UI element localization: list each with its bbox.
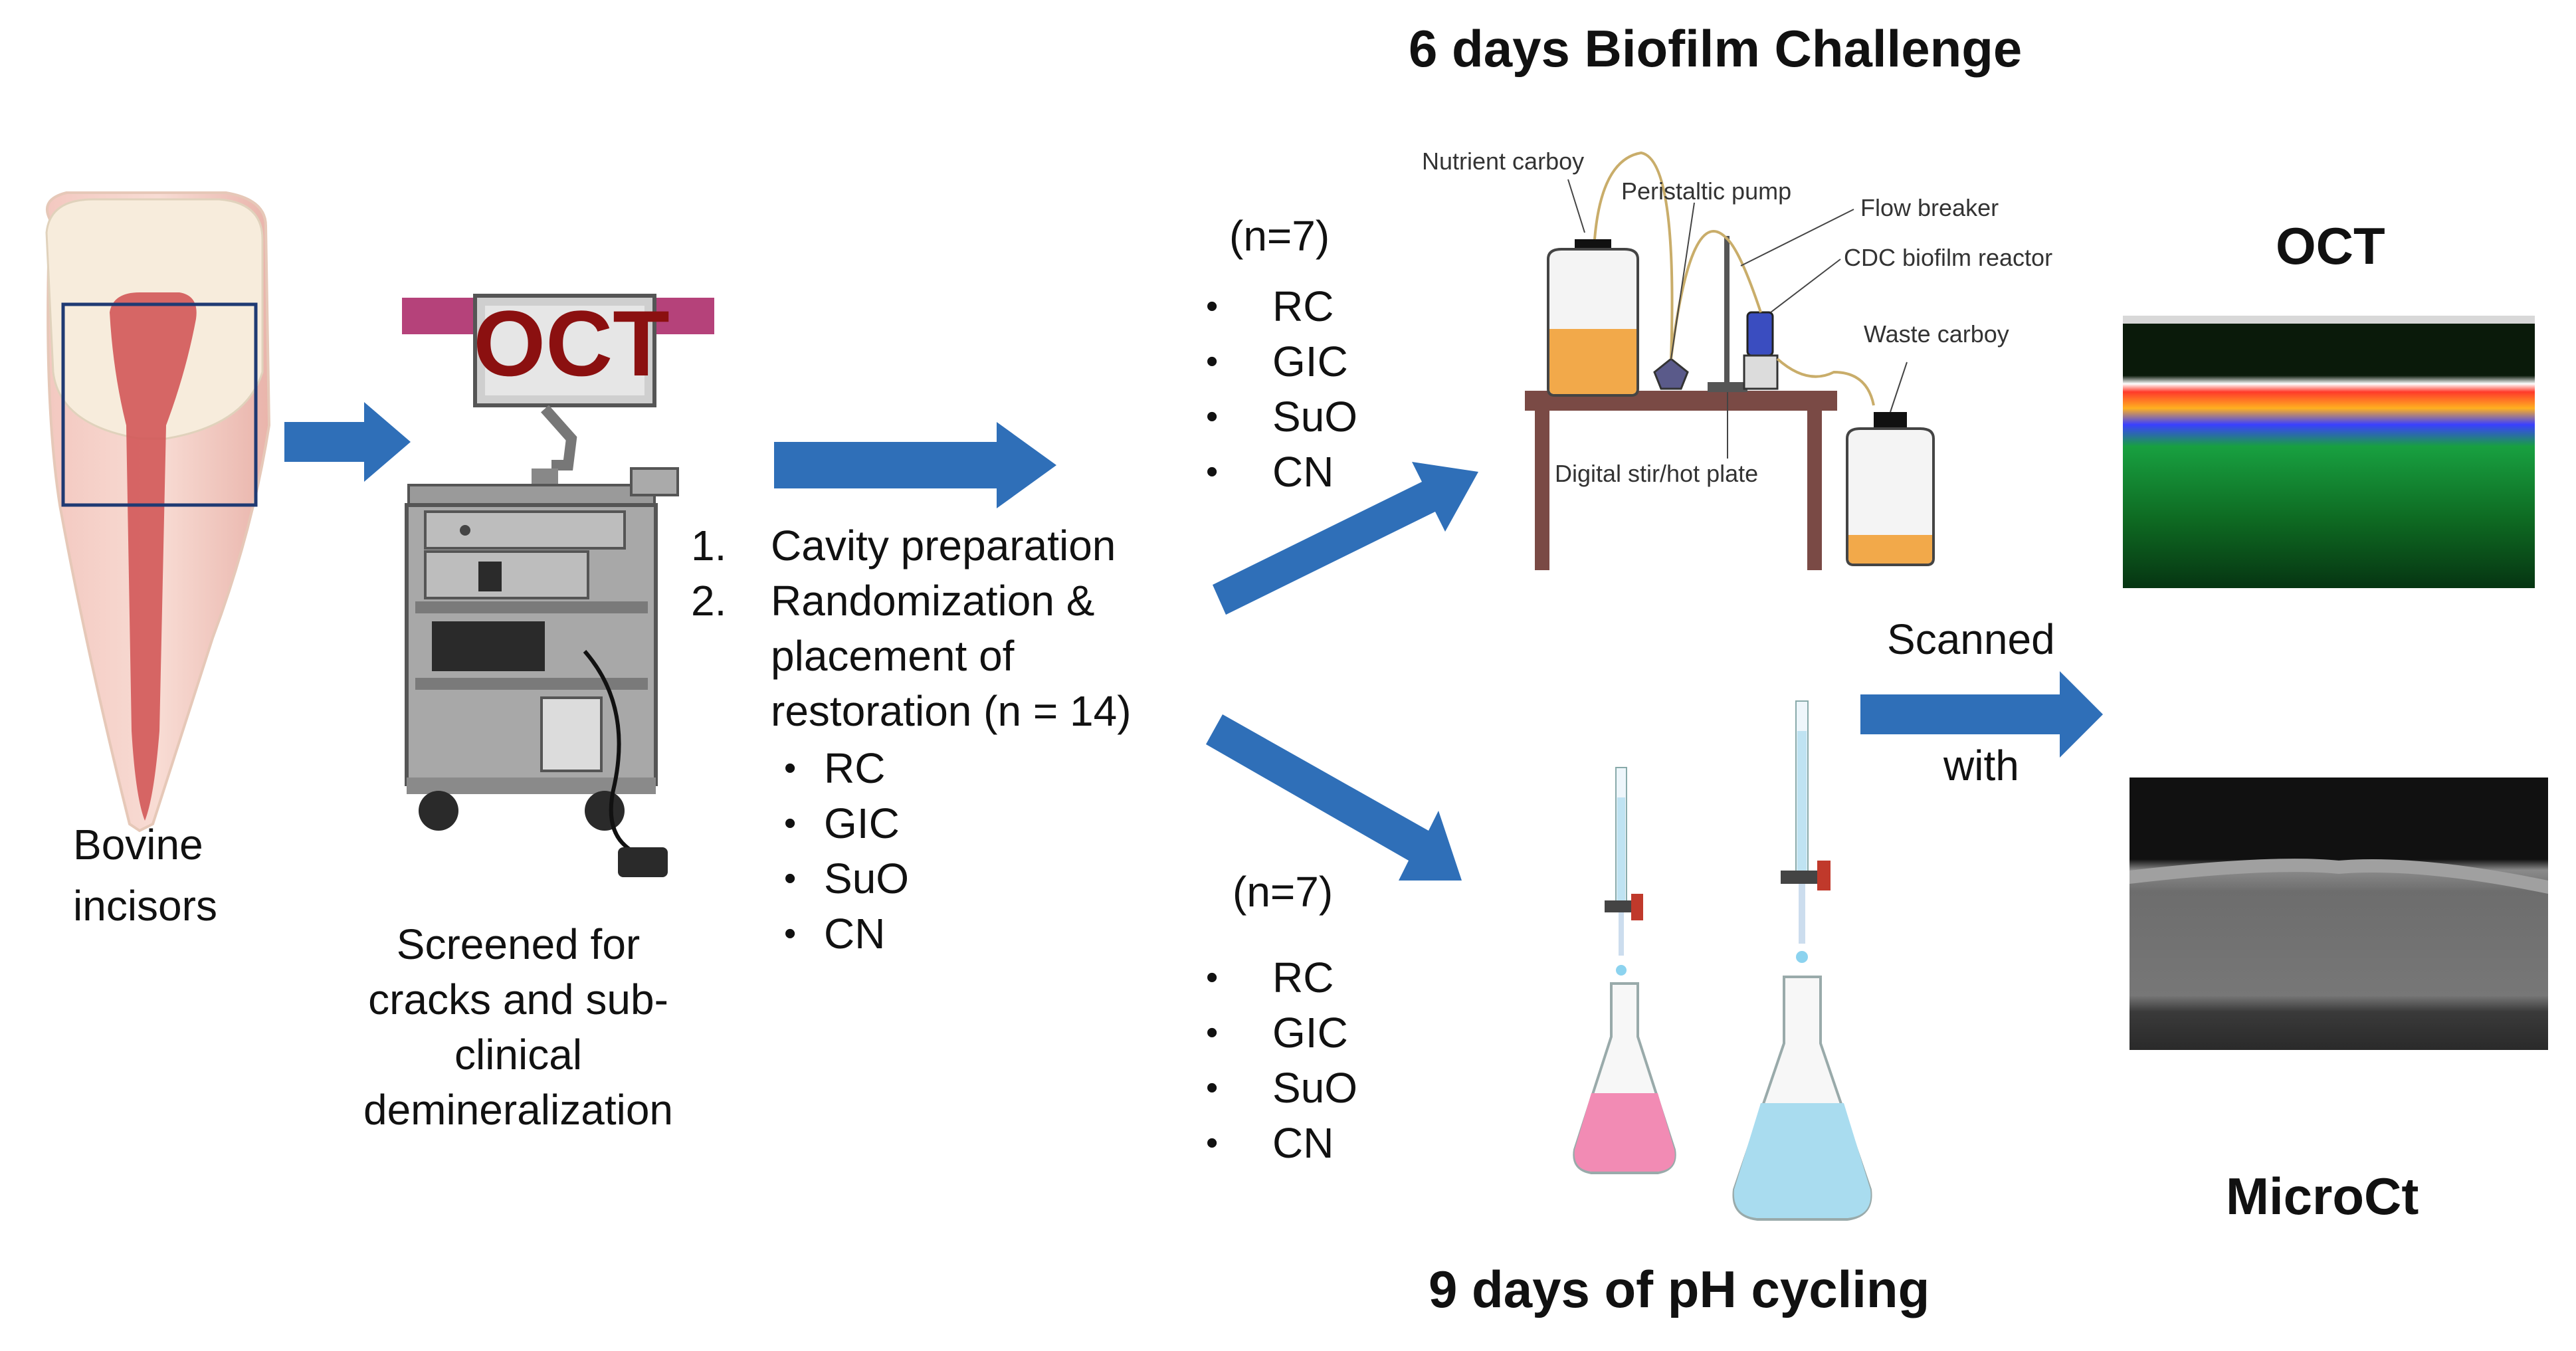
screening-caption-line: cracks and sub- [368,976,668,1023]
arrow-to-scans [1860,671,2103,758]
step-text: Randomization & [771,577,1095,625]
biofilm-reactor-illustration: Nutrient carboy Peristaltic pump Flow br… [1422,148,2052,570]
ph-cycling-title: 9 days of pH cycling [1429,1260,1930,1318]
biofilm-group-n: (n=7) [1229,212,1330,260]
label-waste-carboy: Waste carboy [1864,320,2009,348]
ph-group-n: (n=7) [1233,868,1334,916]
material-item: GIC [784,796,909,851]
material-item: GIC [1206,1005,1357,1061]
step-number: 2. [691,577,727,625]
step-text: placement of [771,632,1015,680]
screening-caption-line: demineralization [363,1086,674,1134]
with-label: with [1943,742,2019,789]
oct-station-illustration: OCT [402,291,714,877]
material-item: SuO [1206,1061,1357,1116]
ph-cycling-illustration [1573,700,1872,1221]
scanned-label: Scanned [1887,615,2055,663]
step-item: 1. Cavity preparation [691,518,1132,573]
material-item: CN [1206,1116,1357,1171]
label-stir-plate: Digital stir/hot plate [1555,460,1758,487]
material-item: GIC [1206,334,1357,389]
label-peristaltic-pump: Peristaltic pump [1621,177,1791,205]
step-text: restoration (n = 14) [771,687,1132,735]
material-item: CN [784,906,909,962]
specimen-label-line: Bovine [73,821,203,869]
arrow-to-preparation [774,422,1056,508]
material-item: RC [1206,279,1357,334]
arrow-to-biofilm [1213,462,1478,615]
material-item: SuO [784,851,909,906]
specimen-label: Bovine incisors [73,814,217,936]
preparation-materials: RC GIC SuO CN [784,741,909,962]
screening-caption: Screened for cracks and sub- clinical de… [346,917,691,1138]
screening-caption-line: clinical [454,1031,583,1079]
oct-monitor-label: OCT [473,291,670,395]
preparation-steps: 1. Cavity preparation 2. Randomization &… [691,518,1132,739]
biofilm-group-materials: RC GIC SuO CN [1206,279,1357,500]
biofilm-title: 6 days Biofilm Challenge [1409,19,2023,78]
label-flow-breaker: Flow breaker [1860,194,1999,221]
oct-title: OCT [2276,217,2385,275]
arrow-to-ph-cycling [1206,714,1462,881]
label-nutrient-carboy: Nutrient carboy [1422,148,1584,175]
arrow-to-screening [284,402,411,482]
material-item: SuO [1206,389,1357,445]
tooth-illustration [45,191,271,833]
ph-group-materials: RC GIC SuO CN [1206,950,1357,1171]
step-text: Cavity preparation [771,522,1116,570]
material-item: RC [784,741,909,796]
material-item: CN [1206,445,1357,500]
step-item: 2. Randomization & placement of restorat… [691,573,1132,739]
label-cdc-reactor: CDC biofilm reactor [1844,244,2052,271]
screening-caption-line: Screened for [396,920,641,968]
step-number: 1. [691,522,727,570]
oct-scan-image [2123,316,2535,588]
microct-scan-image [2130,778,2548,1050]
material-item: RC [1206,950,1357,1005]
specimen-label-line: incisors [73,882,217,930]
microct-title: MicroCt [2226,1167,2419,1225]
